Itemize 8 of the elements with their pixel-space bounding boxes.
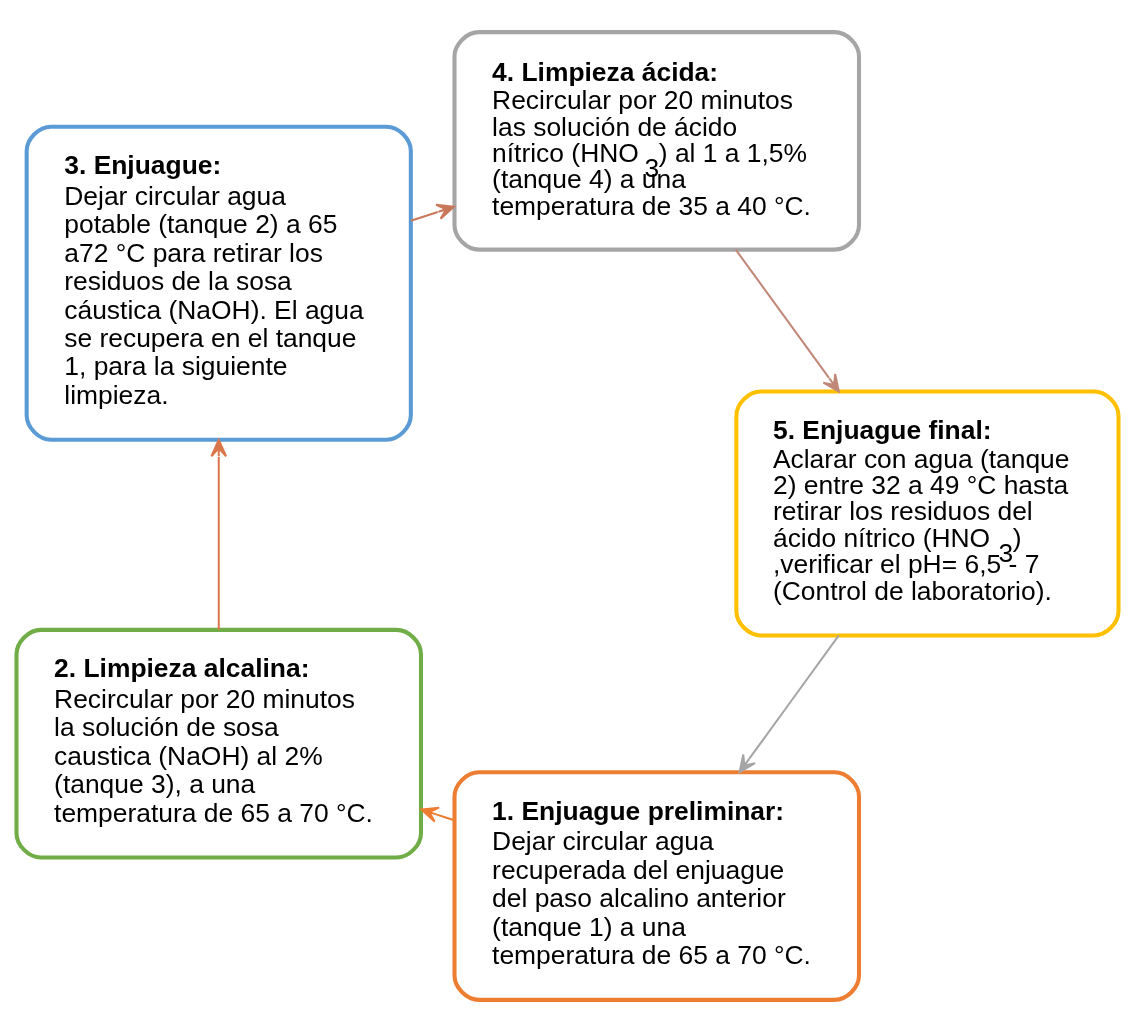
node-box: 1. Enjuague preliminar: Dejar circular agua recuperada del enjuague del paso alcalino anterior (tanque 1) a una temperatura de 65 a 70 °C.: [452, 770, 862, 1002]
arrow: [210, 439, 228, 630]
arrow: [410, 203, 455, 222]
arrow: [738, 634, 840, 773]
node-box: 3. Enjuague: Dejar circular agua potable (tanque 2) a 65 a72 °C para retirar los residuos de la sosa cáustica (NaOH). El agua se recupera en el tanque 1, para la siguiente limpieza.: [24, 124, 413, 442]
node-box: 2. Limpieza alcalina: Recircular por 20 minutos la solución de sosa caustica (NaOH) al 2% (tanque 3), a una temperatura de 65 a 70 °C.: [14, 627, 424, 860]
arrow: [734, 249, 840, 393]
arrow: [420, 806, 455, 823]
